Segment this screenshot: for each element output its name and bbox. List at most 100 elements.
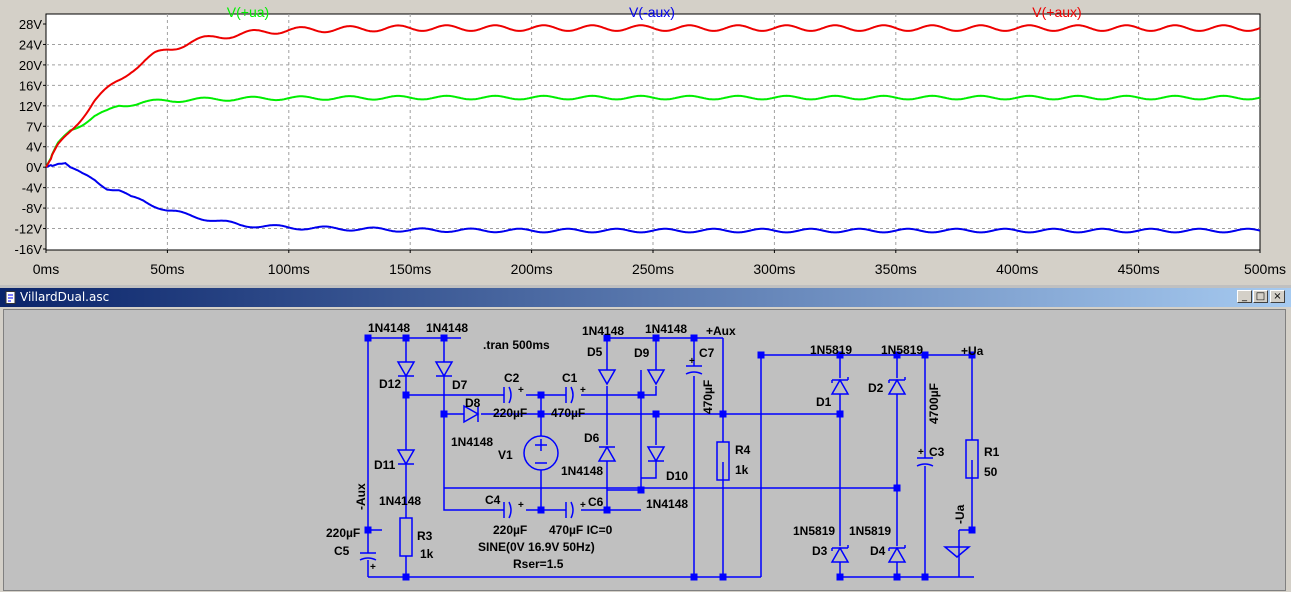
label-c2v[interactable]: 220µF: [493, 406, 527, 420]
label-r3v[interactable]: 1k: [420, 547, 434, 561]
wire-junction: [921, 573, 929, 581]
label-d5[interactable]: D5: [587, 345, 603, 359]
label-c7v[interactable]: 470µF: [701, 380, 715, 414]
svg-text:+: +: [518, 500, 524, 511]
label-c5[interactable]: C5: [334, 544, 350, 558]
schematic-nodes: [364, 334, 976, 581]
diode-d3-symbol: [830, 545, 850, 563]
label-1n5819-d1[interactable]: 1N5819: [810, 343, 852, 357]
svg-text:+: +: [580, 385, 586, 396]
schematic-window[interactable]: VillardDual.asc _ □ ×: [0, 288, 1291, 592]
x-tick-label: 400ms: [996, 261, 1038, 277]
wire-junction: [537, 506, 545, 514]
y-tick-label: 4V: [26, 140, 42, 155]
label-d6[interactable]: D6: [584, 431, 600, 445]
wire-junction: [364, 334, 372, 342]
wire-junction: [968, 526, 976, 534]
minimize-button[interactable]: _: [1237, 290, 1252, 303]
label-r3[interactable]: R3: [417, 529, 433, 543]
label-d11[interactable]: D11: [374, 458, 396, 472]
maximize-button[interactable]: □: [1253, 290, 1268, 303]
wire-junction: [893, 484, 901, 492]
wire-junction: [652, 334, 660, 342]
x-tick-label: 100ms: [268, 261, 310, 277]
label-rser[interactable]: Rser=1.5: [513, 557, 564, 571]
wire-junction: [402, 334, 410, 342]
label-d3[interactable]: D3: [812, 544, 828, 558]
label-r1v[interactable]: 50: [984, 465, 998, 479]
label-c7[interactable]: C7: [699, 346, 715, 360]
window-titlebar[interactable]: VillardDual.asc _ □ ×: [0, 288, 1291, 307]
label-ua-neg[interactable]: -Ua: [953, 504, 967, 524]
label-v1[interactable]: V1: [498, 448, 513, 462]
trace-label-v-neg-aux[interactable]: V(-aux): [629, 4, 675, 20]
trace-label-v-pos-aux[interactable]: V(+aux): [1032, 4, 1081, 20]
label-c3v[interactable]: 4700µF: [927, 383, 941, 424]
plot-area[interactable]: [45, 13, 1261, 251]
label-1n4148-d7[interactable]: 1N4148: [426, 321, 468, 335]
label-c6[interactable]: C6: [588, 495, 604, 509]
label-d8[interactable]: D8: [465, 396, 481, 410]
label-ua-pos[interactable]: +Ua: [961, 344, 984, 358]
trace-label-v-ua[interactable]: V(+ua): [227, 4, 269, 20]
label-c3[interactable]: C3: [929, 445, 945, 459]
diode-d6-symbol: [597, 445, 617, 462]
window-title: VillardDual.asc: [20, 290, 110, 304]
label-1n5819-d2[interactable]: 1N5819: [881, 343, 923, 357]
diode-d4-symbol: [887, 545, 907, 563]
wire-junction: [637, 486, 645, 494]
y-tick-label: -16V: [15, 242, 43, 257]
svg-text:+: +: [518, 385, 524, 396]
label-sine[interactable]: SINE(0V 16.9V 50Hz): [478, 540, 595, 554]
y-tick-label: 28V: [19, 17, 42, 32]
x-tick-label: 300ms: [753, 261, 795, 277]
label-aux-neg[interactable]: -Aux: [354, 483, 368, 510]
label-r4v[interactable]: 1k: [735, 463, 749, 477]
label-1n4148-d8[interactable]: 1N4148: [451, 435, 493, 449]
label-1n4148-d12[interactable]: 1N4148: [368, 321, 410, 335]
label-1n5819-d4[interactable]: 1N5819: [849, 524, 891, 538]
label-1n4148-d6[interactable]: 1N4148: [561, 464, 603, 478]
trace-v-ua: [45, 94, 1261, 168]
label-c2[interactable]: C2: [504, 371, 520, 385]
label-1n4148-d10[interactable]: 1N4148: [646, 497, 688, 511]
capacitor-polarity-marks: ++ ++ ++ +: [370, 356, 924, 573]
label-1n4148-d11[interactable]: 1N4148: [379, 494, 421, 508]
wire-junction: [402, 391, 410, 399]
label-1n4148-d5[interactable]: 1N4148: [582, 324, 624, 338]
label-d10[interactable]: D10: [666, 469, 688, 483]
label-aux-pos[interactable]: +Aux: [706, 324, 736, 338]
label-c6v[interactable]: 470µF IC=0: [549, 523, 613, 537]
y-tick-label: -8V: [22, 201, 43, 216]
label-d12[interactable]: D12: [379, 377, 401, 391]
label-d9[interactable]: D9: [634, 346, 650, 360]
svg-text:+: +: [580, 500, 586, 511]
label-r1[interactable]: R1: [984, 445, 1000, 459]
label-1n4148-d9[interactable]: 1N4148: [645, 322, 687, 336]
label-c5v[interactable]: 220µF: [326, 526, 360, 540]
x-tick-label: 350ms: [875, 261, 917, 277]
wire-junction: [603, 506, 611, 514]
label-d2[interactable]: D2: [868, 381, 884, 395]
label-c1[interactable]: C1: [562, 371, 578, 385]
y-tick-label: 0V: [26, 160, 42, 175]
label-tran[interactable]: .tran 500ms: [483, 338, 550, 352]
wire-junction: [652, 410, 660, 418]
close-button[interactable]: ×: [1270, 290, 1285, 303]
label-d7[interactable]: D7: [452, 378, 468, 392]
label-d1[interactable]: D1: [816, 395, 832, 409]
label-d4[interactable]: D4: [870, 544, 886, 558]
diode-d10-symbol: [646, 446, 666, 463]
label-1n5819-d3[interactable]: 1N5819: [793, 524, 835, 538]
plot-traces: [45, 24, 1261, 234]
label-c4v[interactable]: 220µF: [493, 523, 527, 537]
x-tick-label: 150ms: [389, 261, 431, 277]
label-r4[interactable]: R4: [735, 443, 751, 457]
label-c1v[interactable]: 470µF: [551, 406, 585, 420]
label-c4[interactable]: C4: [485, 493, 501, 507]
wire-junction: [719, 410, 727, 418]
